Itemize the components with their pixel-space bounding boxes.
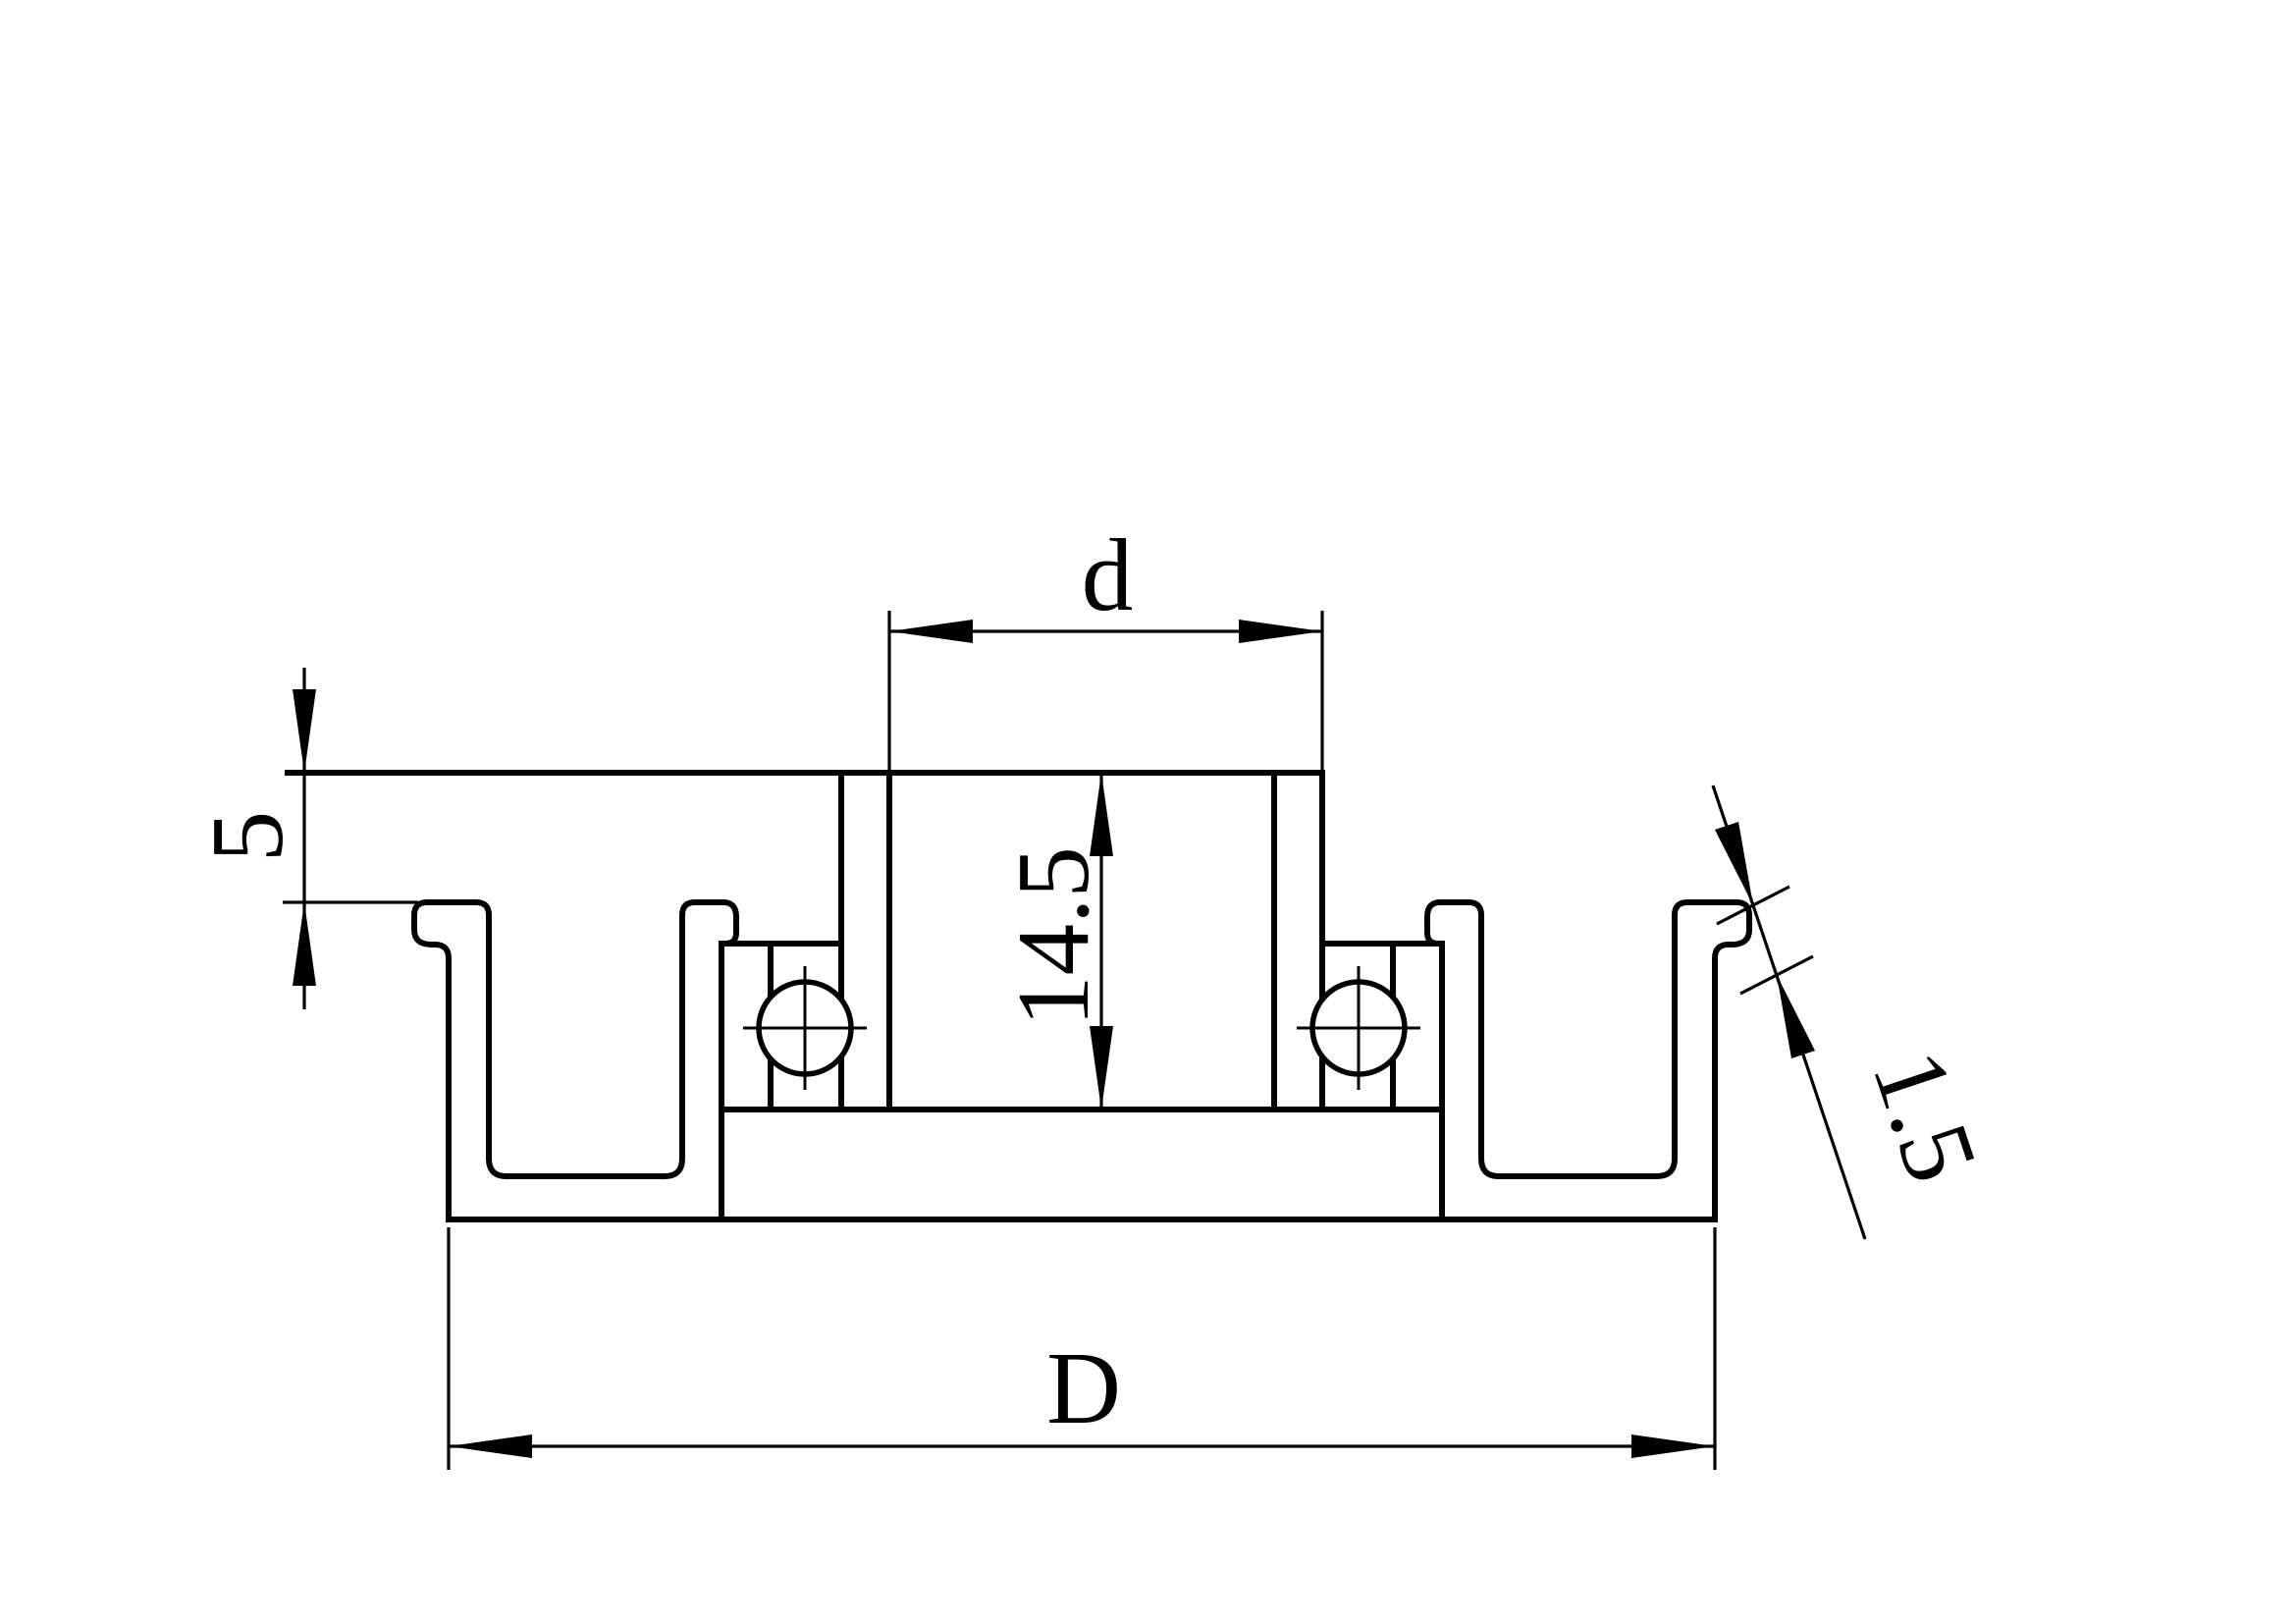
1-5-arrowhead-upper	[1715, 822, 1753, 905]
1-5-dimension-label: 1.5	[1850, 1037, 2001, 1196]
body-right-section	[1424, 899, 1752, 1222]
14-5-dimension-label: 14.5	[995, 846, 1110, 1027]
5-arrowhead-top	[293, 689, 316, 773]
bearing-ball-left	[743, 966, 867, 1090]
dimension-5: 5	[189, 668, 418, 1009]
body-left-section	[411, 899, 739, 1222]
bearing-ball-right	[1297, 966, 1420, 1090]
14-5-arrowhead-top	[1090, 773, 1113, 856]
1-5-arrowhead-lower	[1777, 975, 1815, 1058]
d-arrowhead-right	[1239, 620, 1322, 643]
dimension-1-5: 1.5	[1711, 785, 2001, 1240]
5-dimension-label: 5	[189, 811, 304, 863]
dimension-14-5: 14.5	[995, 773, 1113, 1110]
5-arrowhead-bottom	[293, 902, 316, 986]
D-arrowhead-right	[1631, 1435, 1715, 1458]
hub-wall-right	[1271, 770, 1325, 1112]
d-arrowhead-left	[889, 620, 973, 643]
dimension-d: d	[887, 517, 1324, 772]
dimension-D: D	[447, 1227, 1717, 1470]
hub-wall-left	[838, 770, 892, 1112]
D-arrowhead-left	[449, 1435, 532, 1458]
part-edges	[285, 770, 1715, 1222]
14-5-arrowhead-bottom	[1090, 1026, 1113, 1110]
D-dimension-label: D	[1046, 1330, 1121, 1445]
d-dimension-label: d	[1082, 517, 1134, 632]
